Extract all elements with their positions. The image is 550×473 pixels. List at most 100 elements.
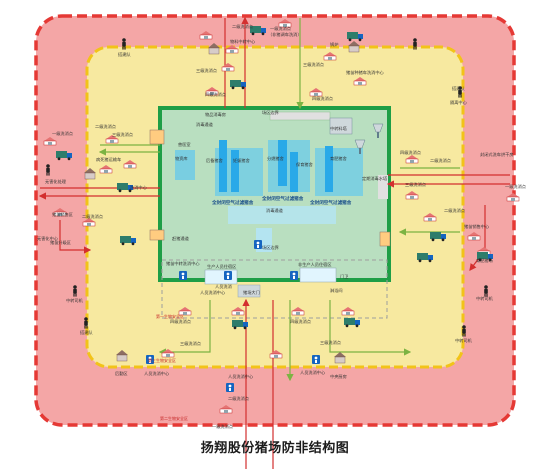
label-person-wash-mid: 人员洗消中心 — [144, 370, 170, 377]
center-feed-tower — [329, 117, 353, 135]
label-disinfect-lane: 消毒通道 — [266, 207, 284, 214]
label-wash-house: 人员洗消中心 — [228, 373, 254, 380]
label-staff-left-mid: 中转司机 — [66, 297, 84, 304]
label-wash2-left: 二级洗消点 — [95, 123, 116, 130]
label-ring-bottom: 场区边界 — [262, 244, 280, 251]
label-sales-area-left: 猪苗销售区 — [52, 211, 73, 218]
label-bath-room-top: 物品消毒房 — [205, 111, 226, 118]
label-air-a: 全封闭空气过滤猪舍 — [211, 199, 254, 206]
label-wash3-bottom-l: 三级洗消点 — [180, 340, 201, 347]
label-isolation-center: 隔离中心 — [450, 99, 468, 106]
label-wash1-left: 一级洗消点 — [52, 130, 73, 137]
non-staff-housing — [299, 267, 337, 283]
diagram-labels: 搭建队 二级洗消点 一级洗消点 （非猪调车洗消） 物料中转中心 锅炉 三级洗消点… — [37, 23, 526, 430]
shower-icon — [312, 355, 320, 364]
label-biosecurity-zone-1: 第一生物安全区 — [156, 313, 184, 319]
label-person-wash-1: 人员洗消中心 — [200, 289, 226, 296]
vet-building — [175, 150, 195, 180]
label-pig-truck-wash: 猪苗种猪车洗消中心 — [346, 69, 385, 76]
label-ext-office: 后勤区 — [115, 370, 128, 377]
label-center-feed: 中转料塔 — [330, 125, 348, 132]
barn-d — [290, 152, 298, 192]
label-staff-right: 中转司机 — [476, 295, 494, 302]
label-sterile-box: 定期消毒水塔 — [362, 175, 388, 182]
shower-icon — [226, 383, 234, 392]
barn-b — [231, 150, 239, 192]
label-wash4-right: 四级洗消点 — [400, 149, 421, 156]
label-staff-left-top: 搭建队 — [118, 51, 131, 58]
label-boiler: 锅炉 — [330, 41, 338, 48]
label-ring-top: 场区边界 — [262, 109, 280, 116]
label-pig-lane: 赶猪通道 — [172, 235, 190, 242]
shower-icon — [224, 271, 232, 280]
left-gate-bottom — [149, 229, 165, 241]
label-wash1-bottom: 一级洗消点 — [212, 423, 233, 430]
label-wash4-bottom-r: 四级洗消点 — [290, 318, 311, 325]
feed-road — [269, 111, 331, 121]
label-gate-entry: 门卫 — [340, 273, 348, 280]
staff-housing — [204, 269, 238, 285]
label-wash2-top: 二级洗消点 — [232, 23, 253, 30]
label-wash4-top: 四级洗消点 — [205, 91, 226, 98]
label-wash2-right-b: 二级洗消点 — [444, 207, 465, 214]
label-staff-mid-right: 搭建队 — [452, 85, 465, 92]
label-wash4-top-right: 四级洗消点 — [312, 95, 333, 102]
disinfect-corridor — [228, 206, 336, 224]
label-sales-upgrade: 猪苗升级区 — [50, 239, 71, 246]
label-person-wash-center: 人员洗消中心 — [300, 369, 326, 376]
label-staff-bottom-left: 搭建队 — [80, 329, 93, 336]
barn-block-c — [315, 148, 363, 196]
label-staff-in: 生产人员住宿区 — [207, 263, 236, 270]
label-wash3-left: 三级洗消点 — [112, 131, 133, 138]
label-supply-room: 物资库 — [175, 155, 188, 162]
shower-icon — [254, 240, 262, 249]
label-wash1-top-right-sub: （非猪调车洗消） — [268, 31, 302, 38]
label-harmless: 无害化处理 — [45, 178, 67, 185]
label-barn-c: 分娩猪舍 — [267, 155, 285, 162]
label-air-b: 全封闭空气过滤猪舍 — [261, 195, 304, 202]
shower-icon — [290, 271, 298, 280]
label-wash2-sales-left: 二级洗消点 — [82, 213, 103, 220]
label-disinfect-pass: 消毒通道 — [196, 121, 214, 128]
label-dead-pig-truck: 病死猪运输车 — [96, 156, 121, 163]
label-barn-e: 育肥猪舍 — [330, 155, 348, 162]
label-closed-car-wash: 封闭式洗车烘干房 — [480, 151, 514, 158]
barn-e — [325, 146, 333, 192]
label-biosecurity-zone: 第三生物安全区 — [148, 357, 176, 363]
label-sales-right: 猪苗销售中心 — [464, 223, 490, 230]
label-wash4-bottom-l: 四级洗消点 — [170, 318, 191, 325]
label-wash2-bottom: 二级洗消点 — [228, 395, 249, 402]
label-wash1-right: 一级洗消点 — [505, 183, 526, 190]
label-wash3-right: 三级洗消点 — [405, 181, 426, 188]
label-biosecurity-zone-2: 第二生物安全区 — [160, 415, 188, 421]
staff-living-zone — [161, 259, 388, 319]
label-finish-pig: 育肥猪场 — [476, 257, 493, 264]
label-bath: 淋浴间 — [330, 287, 343, 294]
barn-a — [219, 140, 227, 192]
label-wash3-bottom-r: 三级洗消点 — [320, 339, 341, 346]
right-gate-bottom — [379, 231, 391, 247]
label-people-disinfect: 人员洗消 — [215, 283, 232, 290]
label-material-center: 物料中转中心 — [230, 38, 256, 45]
label-barn-a: 后备猪舍 — [206, 157, 224, 164]
label-wash3-top-mid: 三级洗消点 — [303, 61, 324, 68]
shower-icon — [179, 271, 187, 280]
diagram-title: 扬翔股份猪场防非结构图 — [200, 441, 350, 456]
label-staff-out: 非生产人员住宿区 — [298, 261, 332, 268]
label-wash-center-left: 洗消中心 — [130, 184, 148, 191]
label-harmless-center: 无害化中心 — [37, 235, 59, 242]
label-vet-room: 兽医室 — [178, 141, 191, 148]
label-air-c: 全封闭空气过滤猪舍 — [309, 199, 352, 206]
label-barn-d: 保育猪舍 — [296, 161, 314, 168]
barn-block-b — [268, 140, 310, 192]
label-barn-b: 妊娠猪舍 — [233, 157, 251, 164]
label-staff-bottom-right: 中转司机 — [455, 337, 473, 344]
barn-c — [278, 140, 287, 186]
left-gate-top — [149, 129, 165, 145]
label-wash1-top-right: 一级洗消点 — [270, 25, 291, 32]
label-wash2-right: 二级洗消点 — [430, 157, 451, 164]
label-wash3-top-left: 三级洗消点 — [196, 67, 217, 74]
label-people-door: 猪场大门 — [243, 289, 260, 296]
label-feed-center: 中央厨房 — [330, 373, 347, 380]
